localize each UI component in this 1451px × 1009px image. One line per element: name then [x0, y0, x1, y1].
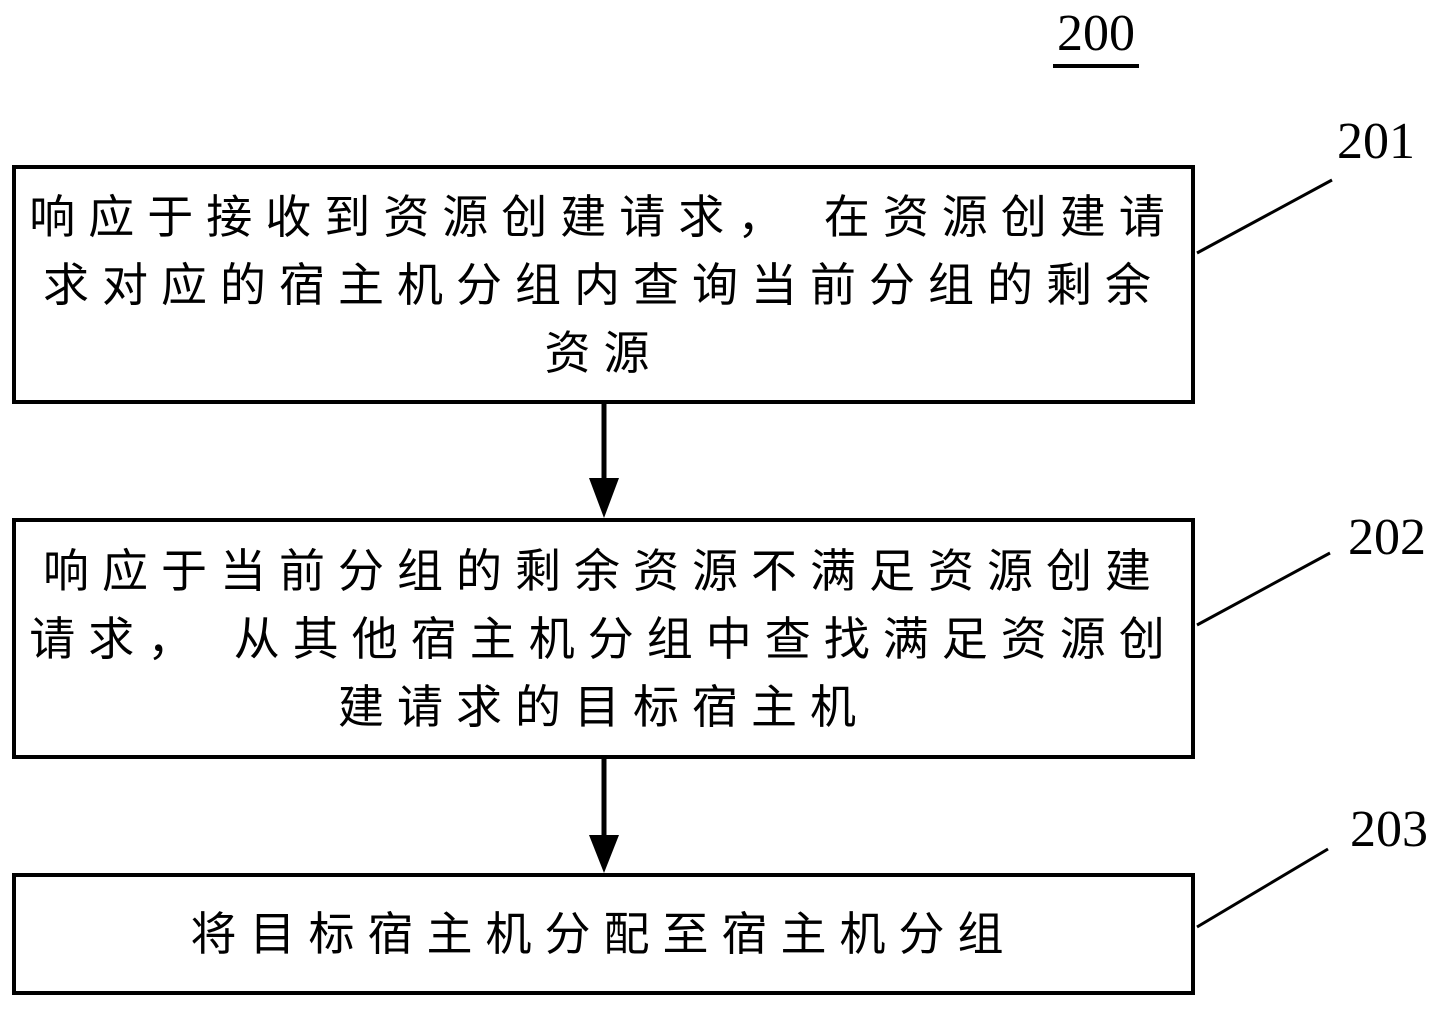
connector-203: [1196, 847, 1329, 929]
step-202-line-1: 响应于当前分组的剩余资源不满足资源创建: [43, 543, 1164, 598]
step-201-line-3: 资源: [544, 325, 663, 380]
connector-202: [1196, 551, 1331, 627]
step-ref-201: 201: [1337, 113, 1415, 170]
step-201-line-2: 求对应的宿主机分组内查询当前分组的剩余: [43, 257, 1164, 312]
step-box-202: 响应于当前分组的剩余资源不满足资源创建 请求， 从其他宿主机分组中查找满足资源创…: [12, 518, 1195, 759]
step-202-line-2: 请求， 从其他宿主机分组中查找满足资源创: [29, 611, 1178, 666]
arrowhead-down-icon: [589, 478, 619, 518]
connector-201: [1196, 178, 1333, 255]
step-ref-202: 202: [1348, 509, 1426, 566]
step-box-203: 将目标宿主机分配至宿主机分组: [12, 873, 1195, 995]
figure-number: 200: [1053, 6, 1139, 68]
step-202-line-3: 建请求的目标宿主机: [338, 679, 869, 734]
step-203-line-1: 将目标宿主机分配至宿主机分组: [190, 907, 1017, 961]
step-201-line-1: 响应于接收到资源创建请求， 在资源创建请: [29, 189, 1178, 244]
step-ref-203: 203: [1350, 801, 1428, 858]
arrowhead-down-icon: [589, 835, 619, 873]
step-box-201: 响应于接收到资源创建请求， 在资源创建请 求对应的宿主机分组内查询当前分组的剩余…: [12, 165, 1195, 404]
